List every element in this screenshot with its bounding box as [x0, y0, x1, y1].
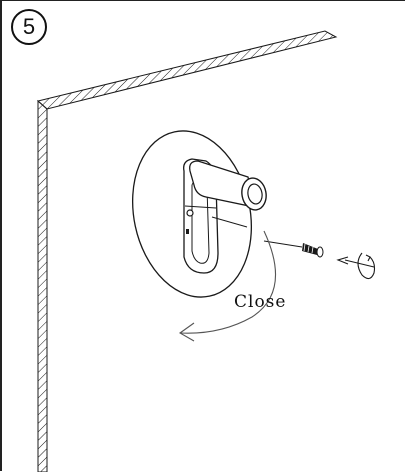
- curved-arrow-icon: [178, 230, 276, 342]
- set-screw-hole: [186, 209, 194, 234]
- leader-line: [211, 216, 303, 248]
- screw: [302, 243, 324, 258]
- ceiling-edge: [36, 30, 338, 110]
- wall-edge: [37, 99, 48, 472]
- rotate-clockwise-icon: [336, 252, 376, 280]
- lever-arm: [189, 160, 267, 211]
- close-direction-label: Close: [234, 292, 287, 312]
- step-number-badge: 5: [11, 9, 47, 45]
